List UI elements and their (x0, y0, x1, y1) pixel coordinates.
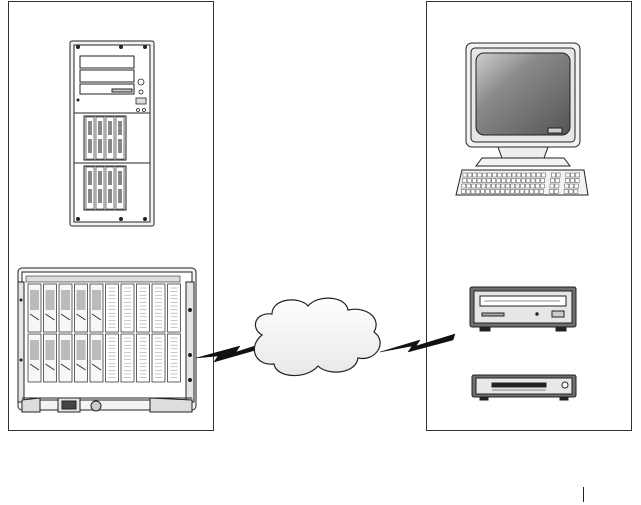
keyboard-icon (456, 170, 588, 195)
blade-slot (121, 284, 134, 332)
blade-slot (106, 334, 119, 382)
blade-slot (137, 334, 150, 382)
blade-slot (152, 334, 165, 382)
page-marker (583, 487, 584, 502)
blade-slot (106, 284, 119, 332)
blade-slot (121, 334, 134, 382)
tower-server-icon (70, 41, 154, 226)
blade-slot (168, 284, 181, 332)
network-cloud-icon (254, 298, 380, 375)
blade-slot (152, 284, 165, 332)
blade-server-icon (18, 268, 196, 412)
floppy-drive-icon (472, 375, 576, 400)
monitor-icon (466, 43, 580, 166)
blade-slot (137, 284, 150, 332)
blade-slot (168, 334, 181, 382)
optical-drive-icon (470, 287, 576, 331)
